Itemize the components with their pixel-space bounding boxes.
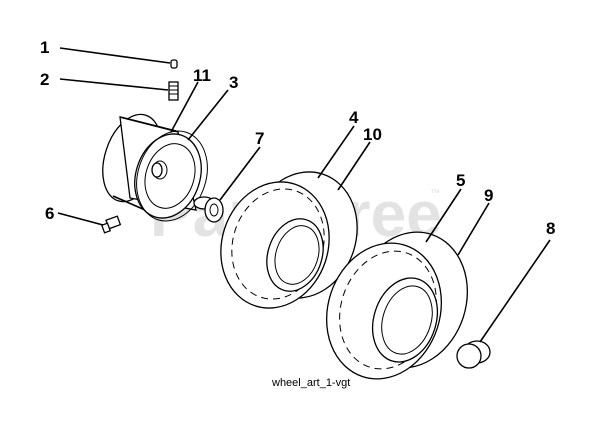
watermark-trademark: ™ [430,188,440,199]
callout-2: 2 [40,70,49,89]
part-7-washer [193,196,224,223]
part-4-tire [220,171,358,309]
callout-4: 4 [349,108,359,127]
part-8-hub-cap [456,340,491,369]
callout-8: 8 [546,219,555,238]
callout-5: 5 [456,171,465,190]
figure-caption: wheel_art_1-vgt [271,377,350,389]
callout-7: 7 [255,129,264,148]
part-6-grease-fitting [100,215,122,234]
part-3-rim [102,113,202,219]
callout-6: 6 [45,204,54,223]
part-5-tire [325,231,469,380]
callout-1: 1 [40,38,49,57]
part-9-rear-tire-sidewall [381,285,433,355]
part-10-front-tire-sidewall [274,225,320,285]
part-1-valve-cap [170,59,178,69]
callout-11: 11 [193,66,211,85]
leader-lines [57,47,551,343]
part-2-valve-stem [168,81,179,101]
part-11-rim-flange [136,130,208,222]
callout-10: 10 [363,125,382,144]
callout-3: 3 [229,73,238,92]
callout-9: 9 [484,186,493,205]
